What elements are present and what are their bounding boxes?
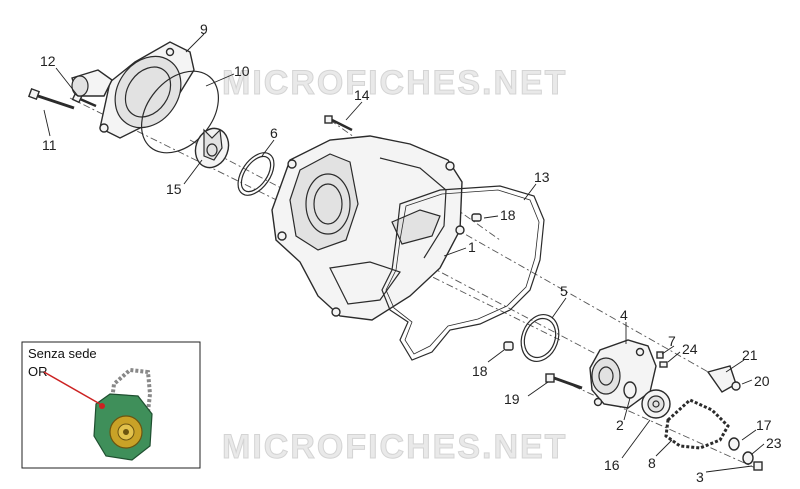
bolt-20	[731, 381, 741, 391]
leader-lines	[43, 33, 765, 473]
callout-18-upper: 18	[500, 207, 516, 223]
callout-16: 16	[604, 457, 620, 473]
callout-17: 17	[756, 417, 772, 433]
callout-11: 11	[42, 137, 57, 153]
chain-8	[664, 398, 730, 450]
inset-chain	[106, 367, 153, 433]
callout-21: 21	[742, 347, 758, 363]
water-pump-cover-9	[71, 41, 195, 139]
callout-18-lower: 18	[472, 363, 488, 379]
callout-4: 4	[620, 307, 628, 323]
sprocket-16	[641, 389, 671, 419]
callout-5: 5	[560, 283, 568, 299]
watermark-bottom: MICROFICHES.NET	[222, 428, 567, 466]
callout-2: 2	[616, 417, 624, 433]
impeller-15	[194, 127, 230, 169]
callout-19: 19	[504, 391, 520, 407]
watermark-top: MICROFICHES.NET	[222, 64, 567, 102]
bolt-11	[27, 87, 75, 110]
callout-9: 9	[200, 21, 208, 37]
clutch-cover-1	[271, 135, 465, 321]
washer-23	[742, 451, 754, 465]
callout-7: 7	[668, 333, 676, 349]
oil-pump-4	[589, 339, 657, 409]
nut-3	[753, 461, 763, 471]
bolt-14	[324, 115, 353, 132]
callout-12: 12	[40, 53, 56, 69]
inset-caption: Senza sede	[28, 346, 97, 361]
dowel-18-upper	[471, 213, 482, 222]
inset-or-label: OR	[28, 364, 48, 379]
washer-17	[728, 437, 740, 451]
washer-2	[623, 381, 637, 399]
pin-7	[656, 351, 664, 359]
callout-3: 3	[696, 469, 704, 485]
callout-15: 15	[166, 181, 182, 197]
callout-6: 6	[270, 125, 278, 141]
gasket-13	[381, 185, 545, 361]
callout-8: 8	[648, 455, 656, 471]
callout-24: 24	[682, 341, 698, 357]
callout-20: 20	[754, 373, 770, 389]
callout-14: 14	[354, 87, 370, 103]
bolt-19	[545, 373, 583, 390]
callout-1: 1	[468, 239, 476, 255]
dowel-18-lower	[503, 341, 514, 351]
washer-24	[659, 361, 668, 368]
inset-detail: Senza sede OR 22	[21, 341, 201, 469]
callout-10: 10	[234, 63, 250, 79]
callout-13: 13	[534, 169, 550, 185]
o-ring-6	[237, 152, 275, 196]
callout-23: 23	[766, 435, 782, 451]
o-ring-5	[520, 314, 560, 362]
inset-or-arrow	[43, 371, 101, 405]
